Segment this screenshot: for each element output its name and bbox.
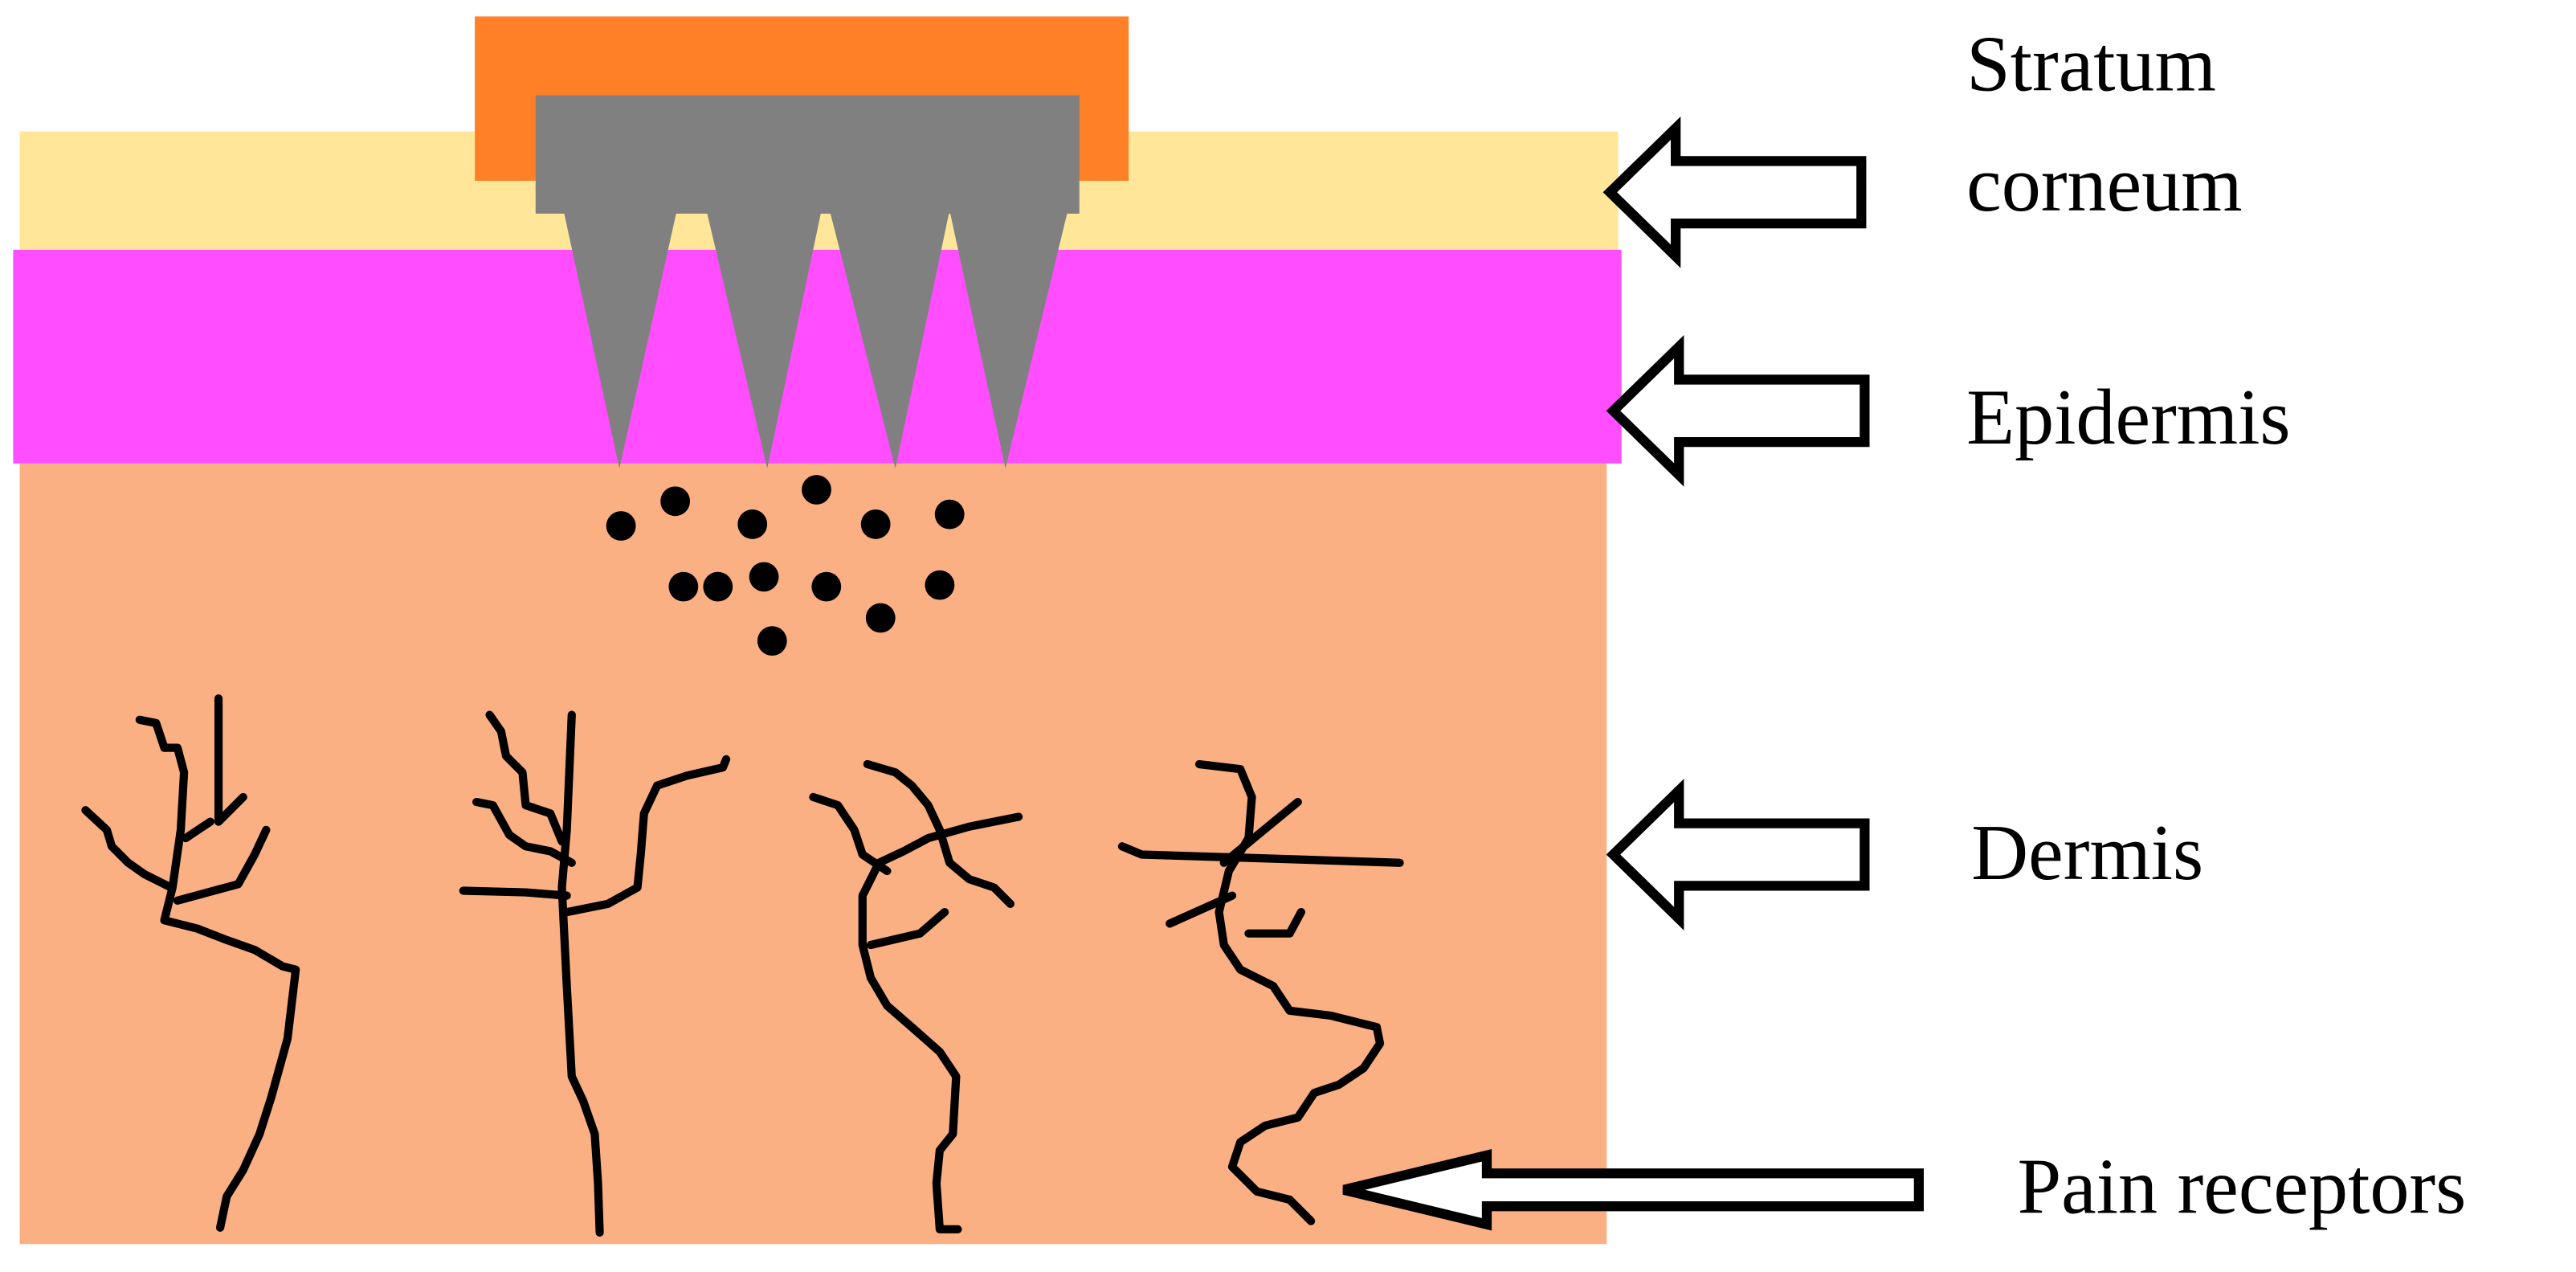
- epidermis-arrow: [1606, 334, 1870, 487]
- drug-particles: [606, 475, 965, 656]
- microneedle: [706, 210, 822, 468]
- pain-receptors-arrow: [1342, 1148, 1924, 1231]
- stratum-corneum-arrow: [1602, 116, 1867, 268]
- dermis-layer: [19, 463, 1607, 1245]
- pain-receptors: [81, 694, 1404, 1237]
- epidermis-label: Epidermis: [1966, 374, 2290, 461]
- microneedle: [949, 210, 1068, 468]
- stratum-corneum-label-line1: Stratum: [1966, 21, 2216, 108]
- pain-receptors-label: Pain receptors: [2018, 1143, 2467, 1230]
- microneedle: [563, 210, 677, 468]
- epidermis-layer: [13, 249, 1622, 464]
- microneedle: [829, 210, 950, 468]
- stratum-corneum-label-line2: corneum: [1966, 141, 2242, 228]
- dermis-label: Dermis: [1971, 810, 2203, 897]
- dermis-arrow: [1606, 779, 1870, 930]
- microneedle-array: [535, 95, 1080, 468]
